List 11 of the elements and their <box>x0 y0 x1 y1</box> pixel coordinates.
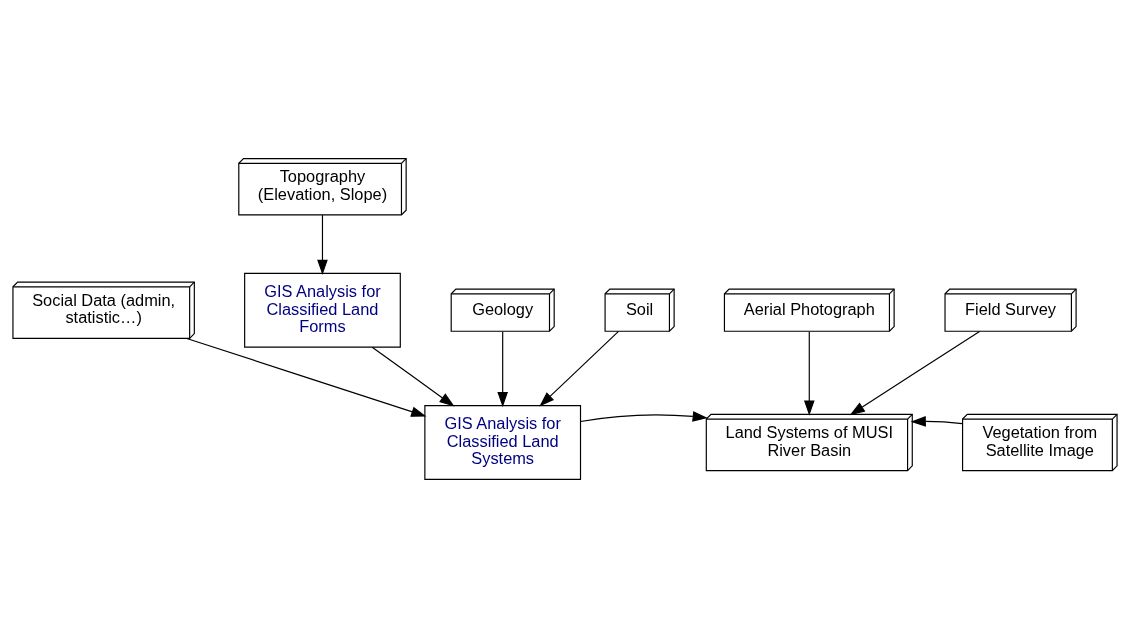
arrow <box>371 346 455 407</box>
node-box: GIS Analysis for Classified Land Systems <box>424 404 582 480</box>
arrow <box>539 330 620 406</box>
arrow <box>186 337 427 417</box>
node-box: GIS Analysis for Classified Land Forms <box>244 272 401 348</box>
arrow <box>803 330 815 416</box>
arrow <box>497 330 508 407</box>
arrow <box>579 410 708 422</box>
arrow <box>910 415 963 427</box>
arrow <box>849 330 981 415</box>
arrow <box>317 214 328 275</box>
